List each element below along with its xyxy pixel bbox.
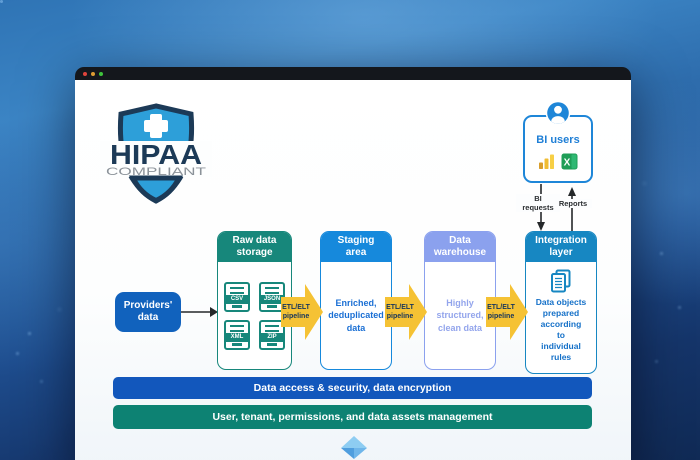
etl-pipeline-arrow-2: ETL/ELT pipeline <box>385 284 427 340</box>
app-window: HIPAA COMPLIANT BI users X <box>75 67 631 460</box>
bi-tool-icons: X <box>525 153 591 170</box>
diagram-canvas: HIPAA COMPLIANT BI users X <box>75 80 631 460</box>
raw-data-storage-column: Raw data storage CSV JSON XML <box>217 231 292 370</box>
staging-area-header: Staging area <box>321 232 391 262</box>
reports-arrow-up <box>568 187 576 232</box>
zip-file-label: ZIP <box>267 333 277 340</box>
staging-area-column: Staging area Enriched, deduplicated data <box>320 231 392 370</box>
zip-file-icon: ZIP <box>259 319 285 350</box>
minimize-window-button[interactable] <box>91 71 95 76</box>
arrowhead-up-icon <box>568 187 576 196</box>
data-warehouse-column: Data warehouse Highly structured, clean … <box>424 231 496 370</box>
arrowhead-down-icon <box>537 222 545 231</box>
arrowhead-right-icon <box>210 307 218 317</box>
fat-arrow-right-icon <box>486 284 528 340</box>
fat-arrow-right-icon <box>281 284 323 340</box>
csv-file-icon: CSV <box>224 281 250 312</box>
fat-arrow-right-icon <box>385 284 427 340</box>
reports-label: Reports <box>554 199 592 208</box>
etl-pipeline-label-2: ETL/ELT pipeline <box>386 303 414 320</box>
pyramid-logo-icon <box>341 436 367 459</box>
etl-pipeline-label-3: ETL/ELT pipeline <box>487 303 515 320</box>
bi-users-box: BI users X <box>523 115 593 183</box>
xml-file-icon: XML <box>224 319 250 350</box>
bi-users-label: BI users <box>536 134 580 146</box>
hipaa-badge-title: HIPAA <box>110 139 202 170</box>
integration-layer-body: Data objects prepared according to indiv… <box>526 262 596 373</box>
xml-file-label: XML <box>230 333 244 340</box>
bi-user-avatar <box>545 100 571 131</box>
integration-layer-column: Integration layer Data objects prepared … <box>525 231 597 374</box>
data-access-security-bar: Data access & security, data encryption <box>113 377 592 399</box>
documents-icon <box>551 269 571 293</box>
etl-pipeline-arrow-3: ETL/ELT pipeline <box>486 284 528 340</box>
etl-pipeline-arrow-1: ETL/ELT pipeline <box>281 284 323 340</box>
user-tenant-permissions-bar: User, tenant, permissions, and data asse… <box>113 405 592 429</box>
raw-file-icons: CSV JSON XML ZIP <box>218 262 291 369</box>
etl-pipeline-label-1: ETL/ELT pipeline <box>282 303 310 320</box>
hipaa-badge-subtitle: COMPLIANT <box>106 166 206 178</box>
excel-letter: X <box>564 158 571 169</box>
bi-requests-label: BI requests <box>516 194 560 212</box>
staging-area-body-text: Enriched, deduplicated data <box>328 298 384 333</box>
excel-icon: X <box>561 153 578 170</box>
person-icon <box>545 100 571 126</box>
power-bi-icon <box>539 154 554 169</box>
data-warehouse-body-text: Highly structured, clean data <box>436 298 484 333</box>
raw-data-storage-header: Raw data storage <box>218 232 291 262</box>
data-warehouse-header: Data warehouse <box>425 232 495 262</box>
close-window-button[interactable] <box>83 71 87 76</box>
json-file-label: JSON <box>263 295 281 302</box>
providers-data-box: Providers' data <box>115 292 181 332</box>
providers-flow-arrow <box>181 307 218 317</box>
integration-layer-header: Integration layer <box>526 232 596 262</box>
background-bokeh-dots <box>0 0 3 3</box>
integration-layer-body-text: Data objects prepared according to indiv… <box>535 297 587 363</box>
hipaa-compliant-badge: HIPAA COMPLIANT <box>100 103 212 204</box>
csv-file-label: CSV <box>230 295 244 302</box>
json-file-icon: JSON <box>259 281 285 312</box>
window-titlebar[interactable] <box>75 67 631 80</box>
maximize-window-button[interactable] <box>99 71 103 76</box>
